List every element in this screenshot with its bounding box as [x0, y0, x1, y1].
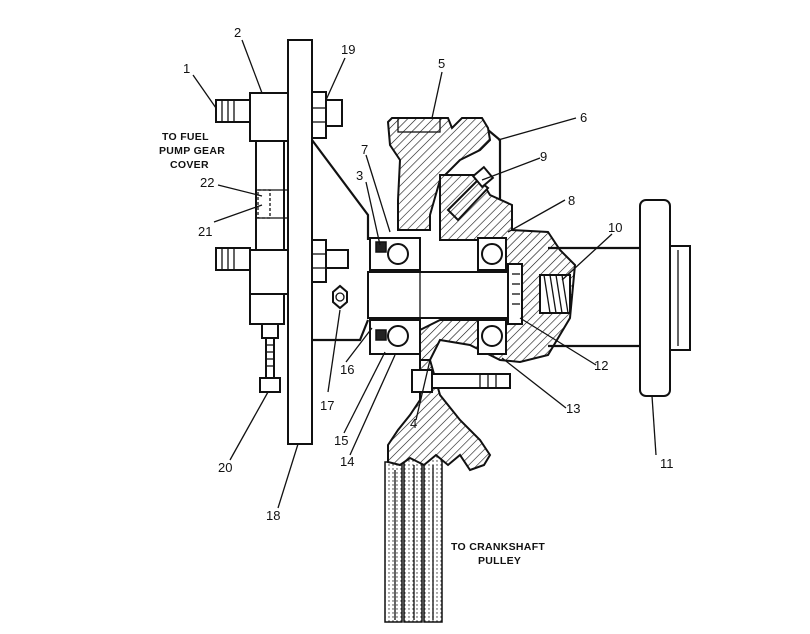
- callout-13: 13: [566, 401, 580, 416]
- spring: [539, 274, 571, 314]
- drive-belts: [384, 451, 443, 623]
- callout-12: 12: [594, 358, 608, 373]
- fuel-pump-housing: [249, 92, 289, 325]
- nut-top: [311, 91, 343, 139]
- bearings: [369, 237, 507, 355]
- callout-9: 9: [540, 149, 547, 164]
- callout-18: 18: [266, 508, 280, 523]
- callout-20: 20: [218, 460, 232, 475]
- crankshaft-note: TO CRANKSHAFT PULLEY: [451, 541, 545, 567]
- callout-17: 17: [320, 398, 334, 413]
- fuel-pump-note-line-2: PUMP GEAR: [159, 145, 225, 157]
- fuel-pump-note-line-3: COVER: [170, 159, 209, 171]
- crankshaft-note-line-1: TO CRANKSHAFT: [451, 541, 545, 553]
- callout-8: 8: [568, 193, 575, 208]
- tube: [548, 246, 640, 348]
- callout-3: 3: [356, 168, 363, 183]
- callout-16: 16: [340, 362, 354, 377]
- bracket-arm: [311, 139, 370, 342]
- fuel-pump-note: TO FUEL PUMP GEAR COVER: [159, 131, 225, 171]
- support-plate: [287, 39, 313, 445]
- plug-21-22: [257, 189, 271, 219]
- callout-19: 19: [341, 42, 355, 57]
- flange: [639, 199, 691, 397]
- callout-1: 1: [183, 61, 190, 76]
- callout-5: 5: [438, 56, 445, 71]
- drawing: [215, 39, 691, 623]
- fuel-pump-note-line-1: TO FUEL: [162, 131, 209, 143]
- stud-top: [215, 99, 251, 123]
- grease-fitting: [446, 165, 495, 222]
- crankshaft-note-line-2: PULLEY: [478, 555, 521, 567]
- callout-14: 14: [340, 454, 354, 469]
- callout-10: 10: [608, 220, 622, 235]
- leader-lines: [192, 39, 657, 509]
- callout-2: 2: [234, 25, 241, 40]
- shaft: [367, 263, 523, 325]
- callout-15: 15: [334, 433, 348, 448]
- hex-nut: [332, 284, 348, 310]
- stud-middle: [215, 247, 251, 271]
- hub-housing: [419, 174, 577, 364]
- callout-22: 22: [200, 175, 214, 190]
- nut-middle: [311, 239, 349, 283]
- callout-7: 7: [361, 142, 368, 157]
- callout-21: 21: [198, 224, 212, 239]
- callout-labels: 1 2 3 4 5 6 7 8 9 10 11 12 13 14 15 16 1…: [183, 25, 674, 523]
- callout-6: 6: [580, 110, 587, 125]
- adjusting-screw: [259, 323, 281, 393]
- callout-11: 11: [660, 456, 674, 471]
- callout-4: 4: [410, 416, 417, 431]
